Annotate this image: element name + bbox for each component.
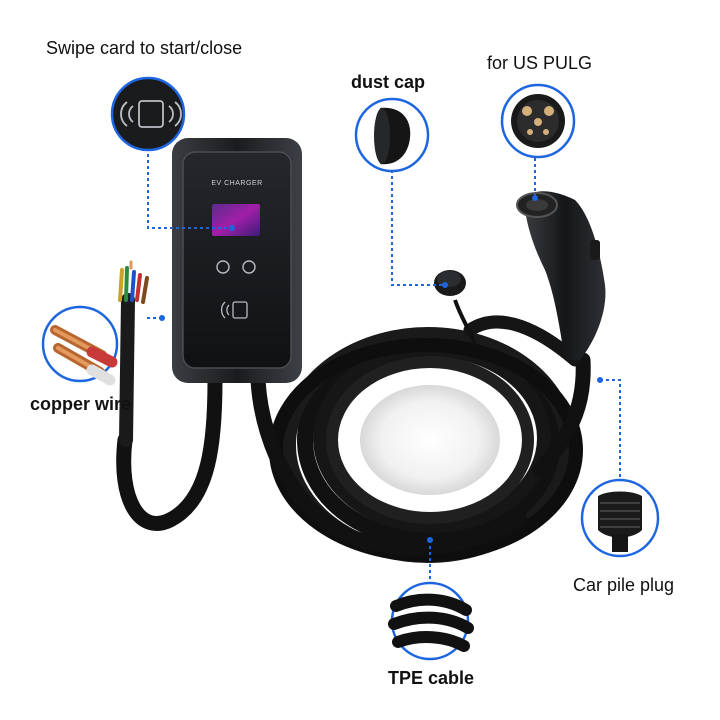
rfid-icon xyxy=(220,301,248,319)
callout-tpe-cable xyxy=(388,581,474,661)
callout-us-plug xyxy=(500,83,576,159)
wire-bundle xyxy=(118,260,149,447)
label-swipe-card: Swipe card to start/close xyxy=(46,38,243,58)
label-dust-cap: dust cap xyxy=(351,72,426,92)
coil-center xyxy=(360,385,500,495)
callout-car-plug xyxy=(580,478,660,558)
cable-out xyxy=(250,372,528,556)
brand-text: EV CHARGER xyxy=(211,180,262,187)
display-screen xyxy=(212,204,260,236)
power-cable xyxy=(116,372,223,531)
label-copper-wire: copper wire xyxy=(30,394,132,414)
button-b xyxy=(242,260,256,274)
callout-copper-wire xyxy=(41,305,119,386)
charging-plug xyxy=(516,191,606,360)
charger-body: EV CHARGER xyxy=(172,138,302,383)
label-us-plug: for US PULG xyxy=(487,53,593,73)
label-tpe-cable: TPE cable xyxy=(388,668,475,688)
callout-swipe-card xyxy=(110,76,186,152)
callout-dust-cap xyxy=(354,97,430,173)
label-car-pile-plug: Car pile plug xyxy=(573,575,675,595)
cable-to-plug xyxy=(532,352,591,478)
button-a xyxy=(216,260,230,274)
